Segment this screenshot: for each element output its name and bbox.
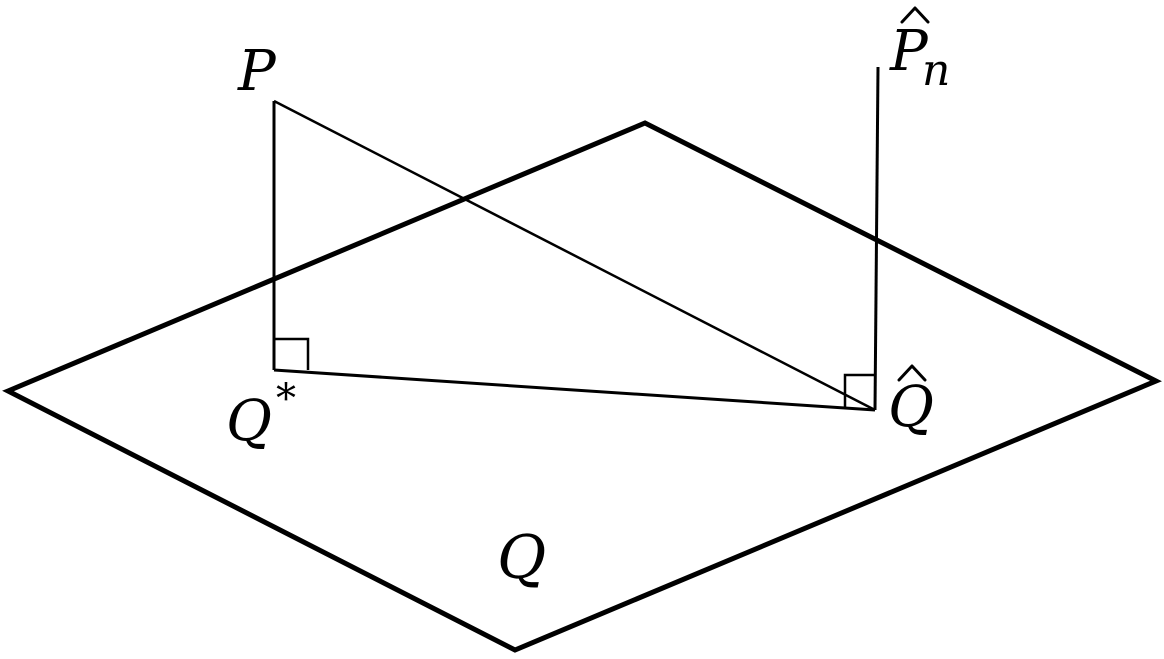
label-P-hat-n: P n <box>889 6 950 96</box>
segment-Phat-Qhat <box>873 66 880 411</box>
label-Q-hat: Q <box>888 364 934 440</box>
label-Q-star-superscript: * <box>276 376 296 422</box>
right-angle-marker-Qstar <box>274 337 310 370</box>
label-P: P <box>237 39 277 104</box>
right-angle-marker-Qhat <box>843 373 876 409</box>
label-plane: Q <box>497 523 546 593</box>
label-P-hat-base: P <box>889 19 929 84</box>
segment-P-Qhat <box>273 99 876 412</box>
label-Q-star-base: Q <box>226 389 272 454</box>
label-Q-star: Q * <box>226 376 296 454</box>
hat-accent-icon <box>897 364 927 382</box>
plane-parallelogram <box>2 120 1162 653</box>
label-P-hat-subscript: n <box>922 45 950 96</box>
segment-Qstar-Qhat <box>273 368 876 412</box>
label-Q-hat-base: Q <box>888 375 934 440</box>
hat-accent-icon <box>900 6 930 24</box>
